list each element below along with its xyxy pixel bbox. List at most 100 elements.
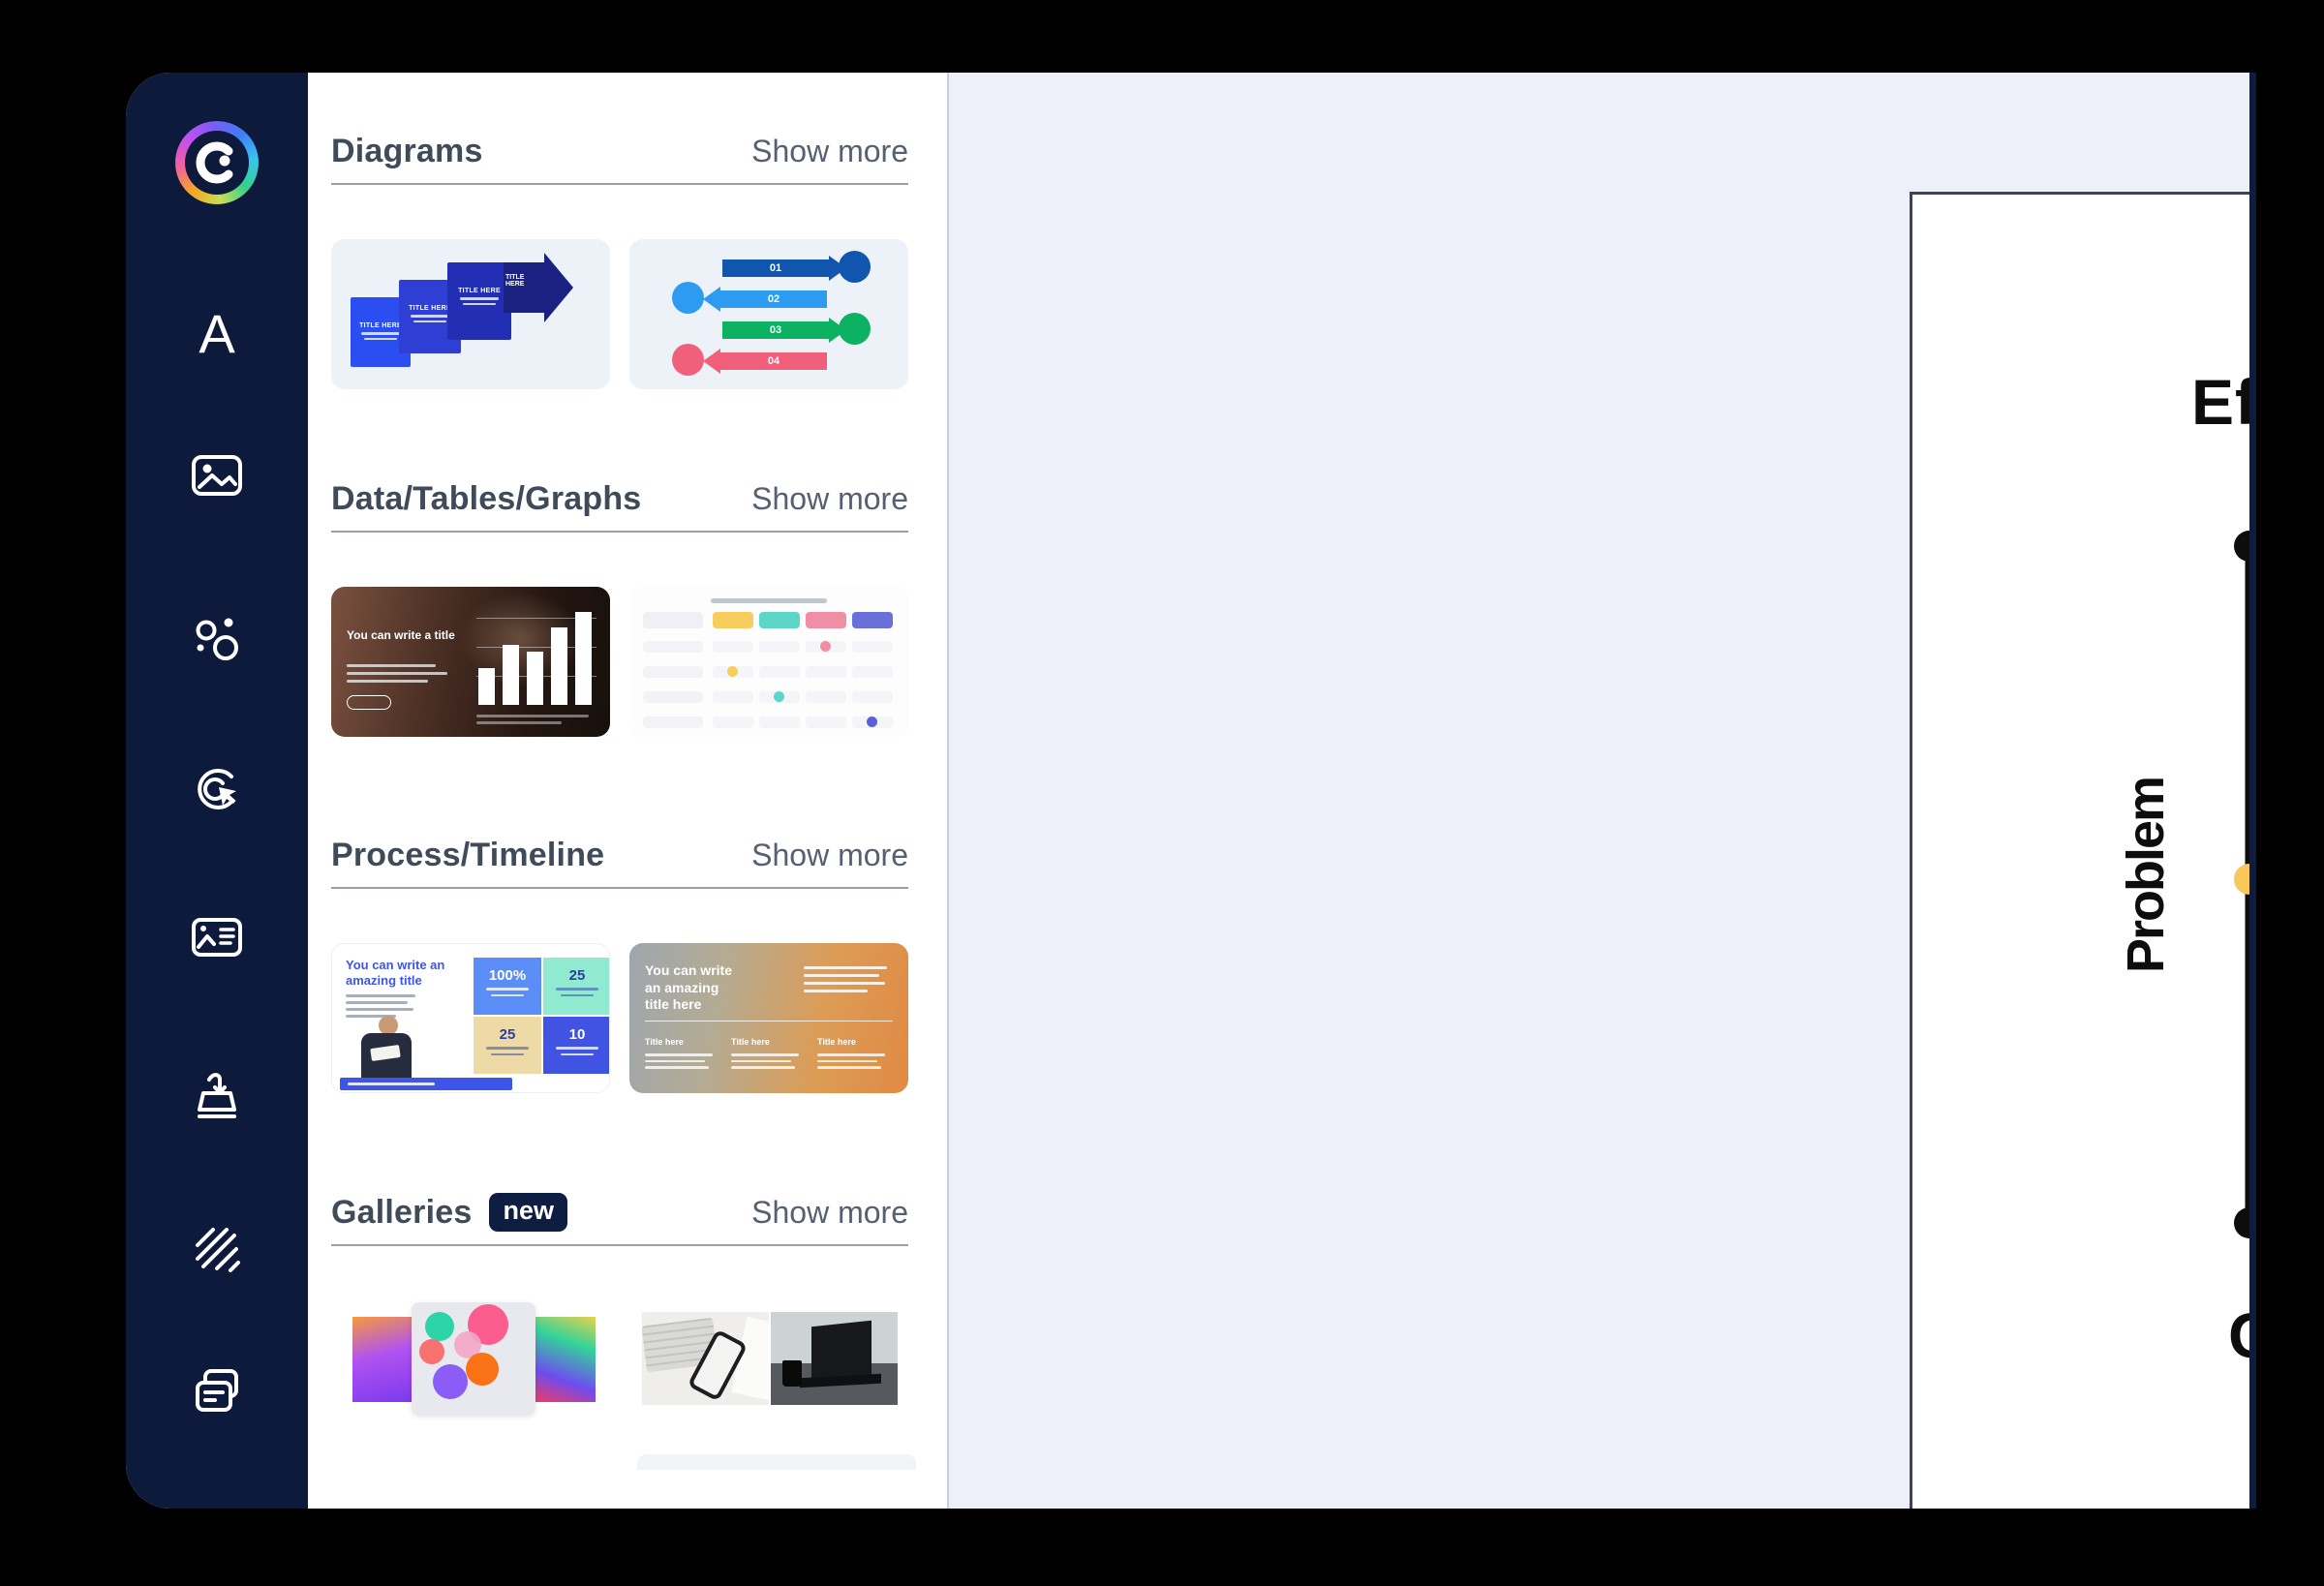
table-background bbox=[629, 587, 908, 737]
text-line bbox=[346, 1008, 413, 1011]
template-thumbnail-photo-gallery[interactable] bbox=[629, 1300, 908, 1417]
show-more-link-data[interactable]: Show more bbox=[751, 480, 908, 516]
section-title: Galleries bbox=[331, 1193, 473, 1231]
section-galleries: Galleries new Show more bbox=[331, 1193, 908, 1417]
text-line bbox=[346, 994, 415, 997]
table-cell bbox=[806, 691, 846, 703]
arrow-node bbox=[672, 282, 704, 314]
table-header bbox=[713, 612, 753, 628]
stat-value: 10 bbox=[568, 1026, 586, 1043]
text-line bbox=[804, 982, 885, 985]
stat-value: 25 bbox=[568, 967, 586, 984]
sidebar-item-logo[interactable] bbox=[173, 119, 260, 206]
sidebar-item-pages[interactable] bbox=[184, 1359, 250, 1425]
arrow-node bbox=[839, 251, 871, 283]
table-header bbox=[852, 612, 893, 628]
text-line bbox=[364, 337, 397, 340]
gallery-image bbox=[412, 1302, 535, 1415]
text-line bbox=[361, 332, 400, 335]
column-title: Title here bbox=[731, 1037, 770, 1047]
gallery-image bbox=[352, 1317, 413, 1402]
table-cell bbox=[643, 666, 703, 678]
resources-icon bbox=[196, 618, 238, 660]
table-dot bbox=[820, 641, 831, 652]
thumb-micro-title: TITLE HERE bbox=[458, 288, 501, 294]
arrow-label: 02 bbox=[767, 293, 780, 305]
effects-label[interactable]: Effects bbox=[2191, 366, 2256, 438]
template-thumbnail-diagram-steps[interactable]: TITLE HERE TITLE HERE TITLE HERE bbox=[331, 239, 610, 389]
image-icon bbox=[192, 455, 242, 496]
thumb-micro-title: TITLE HERE bbox=[359, 322, 402, 329]
show-more-link-galleries[interactable]: Show more bbox=[751, 1194, 908, 1230]
sidebar-item-resources[interactable] bbox=[184, 606, 250, 672]
sidebar-item-uploads[interactable] bbox=[184, 1061, 250, 1127]
text-line bbox=[347, 680, 428, 683]
template-thumbnail-diagram-arrows[interactable]: 01 02 bbox=[629, 239, 908, 389]
column-title: Title here bbox=[817, 1037, 856, 1047]
table-cell bbox=[852, 666, 893, 678]
table-cell bbox=[759, 666, 800, 678]
upload-icon bbox=[198, 1073, 236, 1118]
text-line bbox=[411, 315, 449, 318]
template-thumbnail-comparison-table[interactable] bbox=[629, 587, 908, 737]
sidebar-item-smart-blocks[interactable] bbox=[184, 904, 250, 970]
table-cell bbox=[713, 691, 753, 703]
template-thumbnail-stats-grid[interactable]: You can write an amazing title 100% bbox=[331, 943, 610, 1093]
text-line bbox=[804, 966, 887, 969]
show-more-link-process[interactable]: Show more bbox=[751, 837, 908, 872]
text-line bbox=[347, 672, 447, 675]
text-line bbox=[476, 715, 589, 717]
table-cell bbox=[852, 691, 893, 703]
section-divider bbox=[331, 531, 908, 533]
editor-canvas[interactable]: Effects Problem Cause Direct effect Indi… bbox=[949, 73, 2256, 1509]
text-line bbox=[804, 990, 868, 992]
thumb-title: You can write an bbox=[346, 958, 445, 972]
text-icon: A bbox=[199, 303, 235, 364]
app-window: A bbox=[126, 73, 2256, 1509]
template-thumbnail-abstract-gallery[interactable] bbox=[331, 1300, 610, 1417]
column-title: Title here bbox=[645, 1037, 684, 1047]
sidebar-item-images[interactable] bbox=[184, 442, 250, 508]
table-header bbox=[806, 612, 846, 628]
text-line bbox=[346, 1001, 408, 1004]
arrow-node bbox=[839, 313, 871, 345]
show-more-link-diagrams[interactable]: Show more bbox=[751, 133, 908, 168]
table-cell bbox=[643, 691, 703, 703]
sidebar-item-interactivity[interactable] bbox=[184, 756, 250, 822]
thumb-title: You can write a title bbox=[347, 628, 455, 642]
template-thumbnail-photo-chart[interactable]: You can write a title bbox=[331, 587, 610, 737]
text-line bbox=[804, 974, 879, 977]
divider bbox=[645, 1021, 893, 1022]
table-cell bbox=[643, 717, 703, 728]
text-line bbox=[711, 598, 827, 603]
sidebar-item-text[interactable]: A bbox=[184, 301, 250, 367]
problem-label[interactable]: Problem bbox=[2117, 777, 2175, 974]
section-divider bbox=[331, 1244, 908, 1246]
arrow-label: 01 bbox=[769, 262, 782, 274]
text-line bbox=[347, 664, 436, 667]
thumb-micro-title: TITLE HERE bbox=[409, 305, 451, 312]
genially-logo-icon bbox=[175, 121, 259, 204]
thumb-title: amazing title bbox=[346, 972, 422, 988]
new-badge: new bbox=[489, 1193, 567, 1232]
section-diagrams: Diagrams Show more TITLE HERE TITLE HERE bbox=[331, 133, 908, 389]
text-line bbox=[346, 1015, 396, 1018]
table-dot bbox=[774, 691, 784, 702]
sidebar-item-background[interactable] bbox=[184, 1216, 250, 1282]
templates-panel: Diagrams Show more TITLE HERE TITLE HERE bbox=[308, 73, 947, 1509]
table-cell bbox=[643, 641, 703, 653]
thumb-micro-title: TITLE HERE bbox=[505, 274, 525, 288]
section-title: Diagrams bbox=[331, 132, 483, 169]
table-dot bbox=[867, 717, 877, 727]
partial-next-row bbox=[637, 1454, 916, 1470]
canvas-page[interactable]: Effects Problem Cause Direct effect Indi… bbox=[1910, 192, 2256, 1509]
section-divider bbox=[331, 183, 908, 185]
gallery-image bbox=[771, 1312, 898, 1405]
text-line bbox=[413, 320, 446, 322]
table-cell bbox=[713, 641, 753, 653]
section-process-timeline: Process/Timeline Show more You can write… bbox=[331, 837, 908, 1093]
thumb-title: an amazing bbox=[645, 979, 719, 995]
template-thumbnail-gradient-slide[interactable]: You can write an amazing title here Titl… bbox=[629, 943, 908, 1093]
thumb-button bbox=[347, 695, 391, 710]
